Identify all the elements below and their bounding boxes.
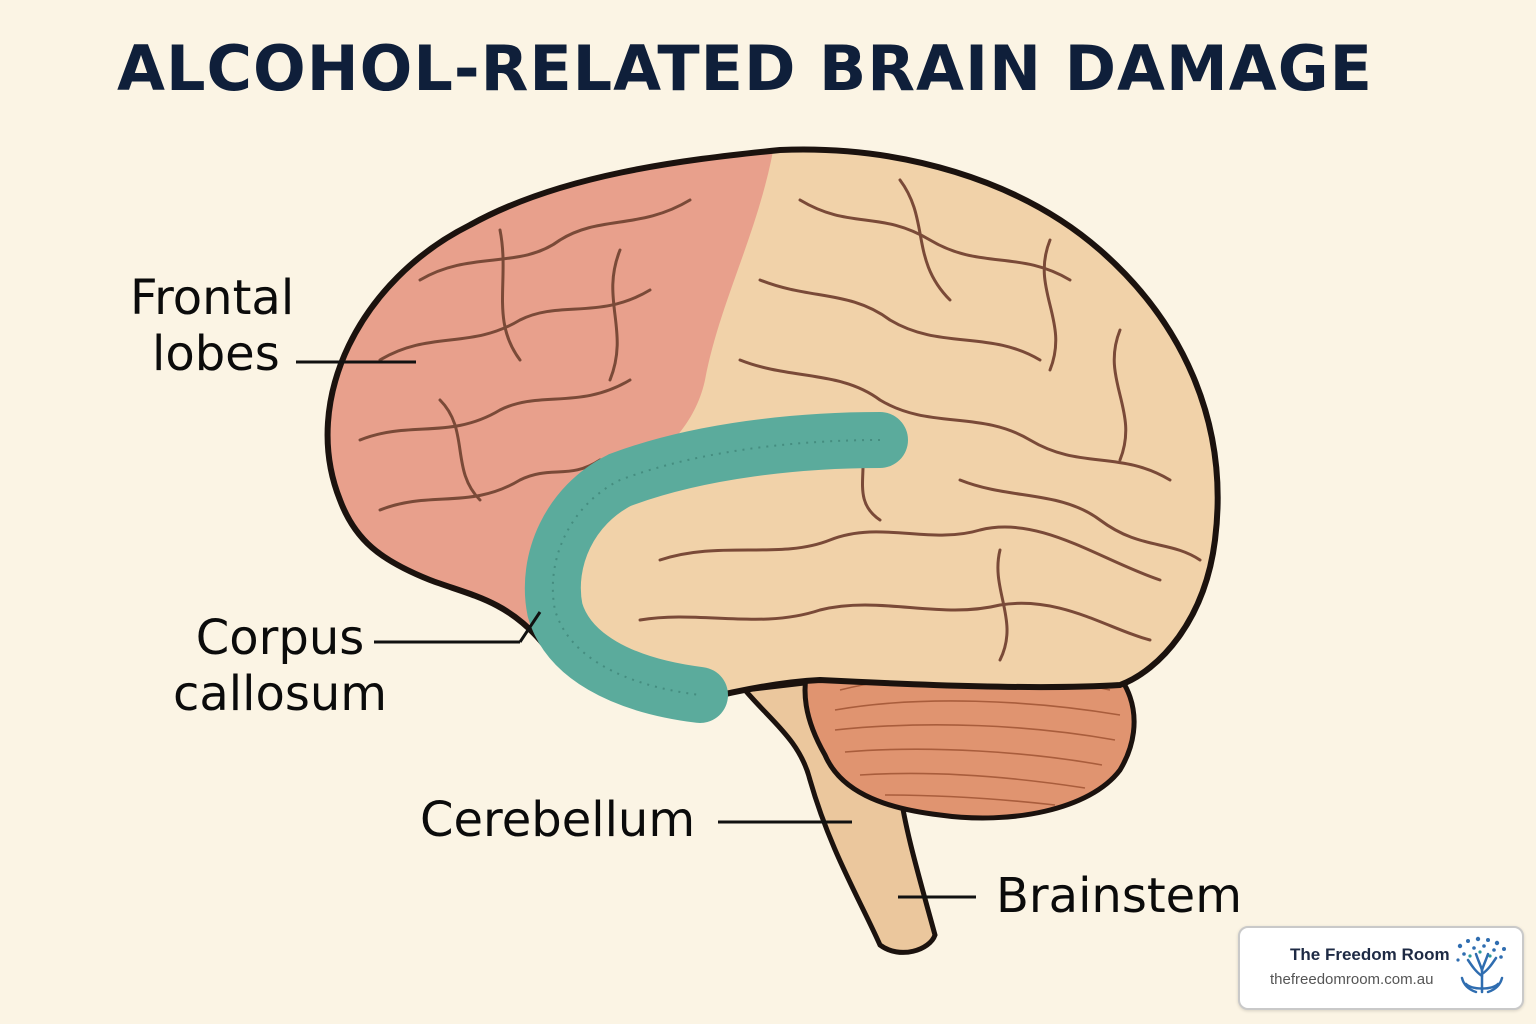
brainstem-label: Brainstem: [996, 868, 1242, 924]
source-badge[interactable]: The Freedom Room thefreedomroom.com.au: [1238, 926, 1524, 1010]
cerebellum-folds: [834, 674, 1121, 806]
brain-gyri-lines: [358, 178, 1202, 662]
cerebellum-label: Cerebellum: [420, 792, 696, 848]
diagram-title: ALCOHOL-RELATED BRAIN DAMAGE: [117, 32, 1373, 105]
badge-org-name: The Freedom Room: [1290, 945, 1450, 964]
corpus-callosum-label-line1: Corpus: [195, 610, 365, 666]
corpus-callosum-label-line2: callosum: [172, 666, 388, 722]
badge-url[interactable]: thefreedomroom.com.au: [1270, 971, 1434, 988]
corpus-callosum-label: Corpus callosum: [160, 610, 400, 722]
leader-lines: [296, 360, 976, 899]
frontal-lobes-label-line2: lobes: [152, 326, 280, 382]
corpus-leader-tick: [518, 611, 542, 643]
corpus-callosum-shape: [524, 412, 908, 723]
frontal-lobes-label: Frontal lobes: [130, 270, 320, 382]
frontal-lobes-label-line1: Frontal: [130, 270, 295, 326]
tree-hands-icon: [1456, 936, 1506, 994]
